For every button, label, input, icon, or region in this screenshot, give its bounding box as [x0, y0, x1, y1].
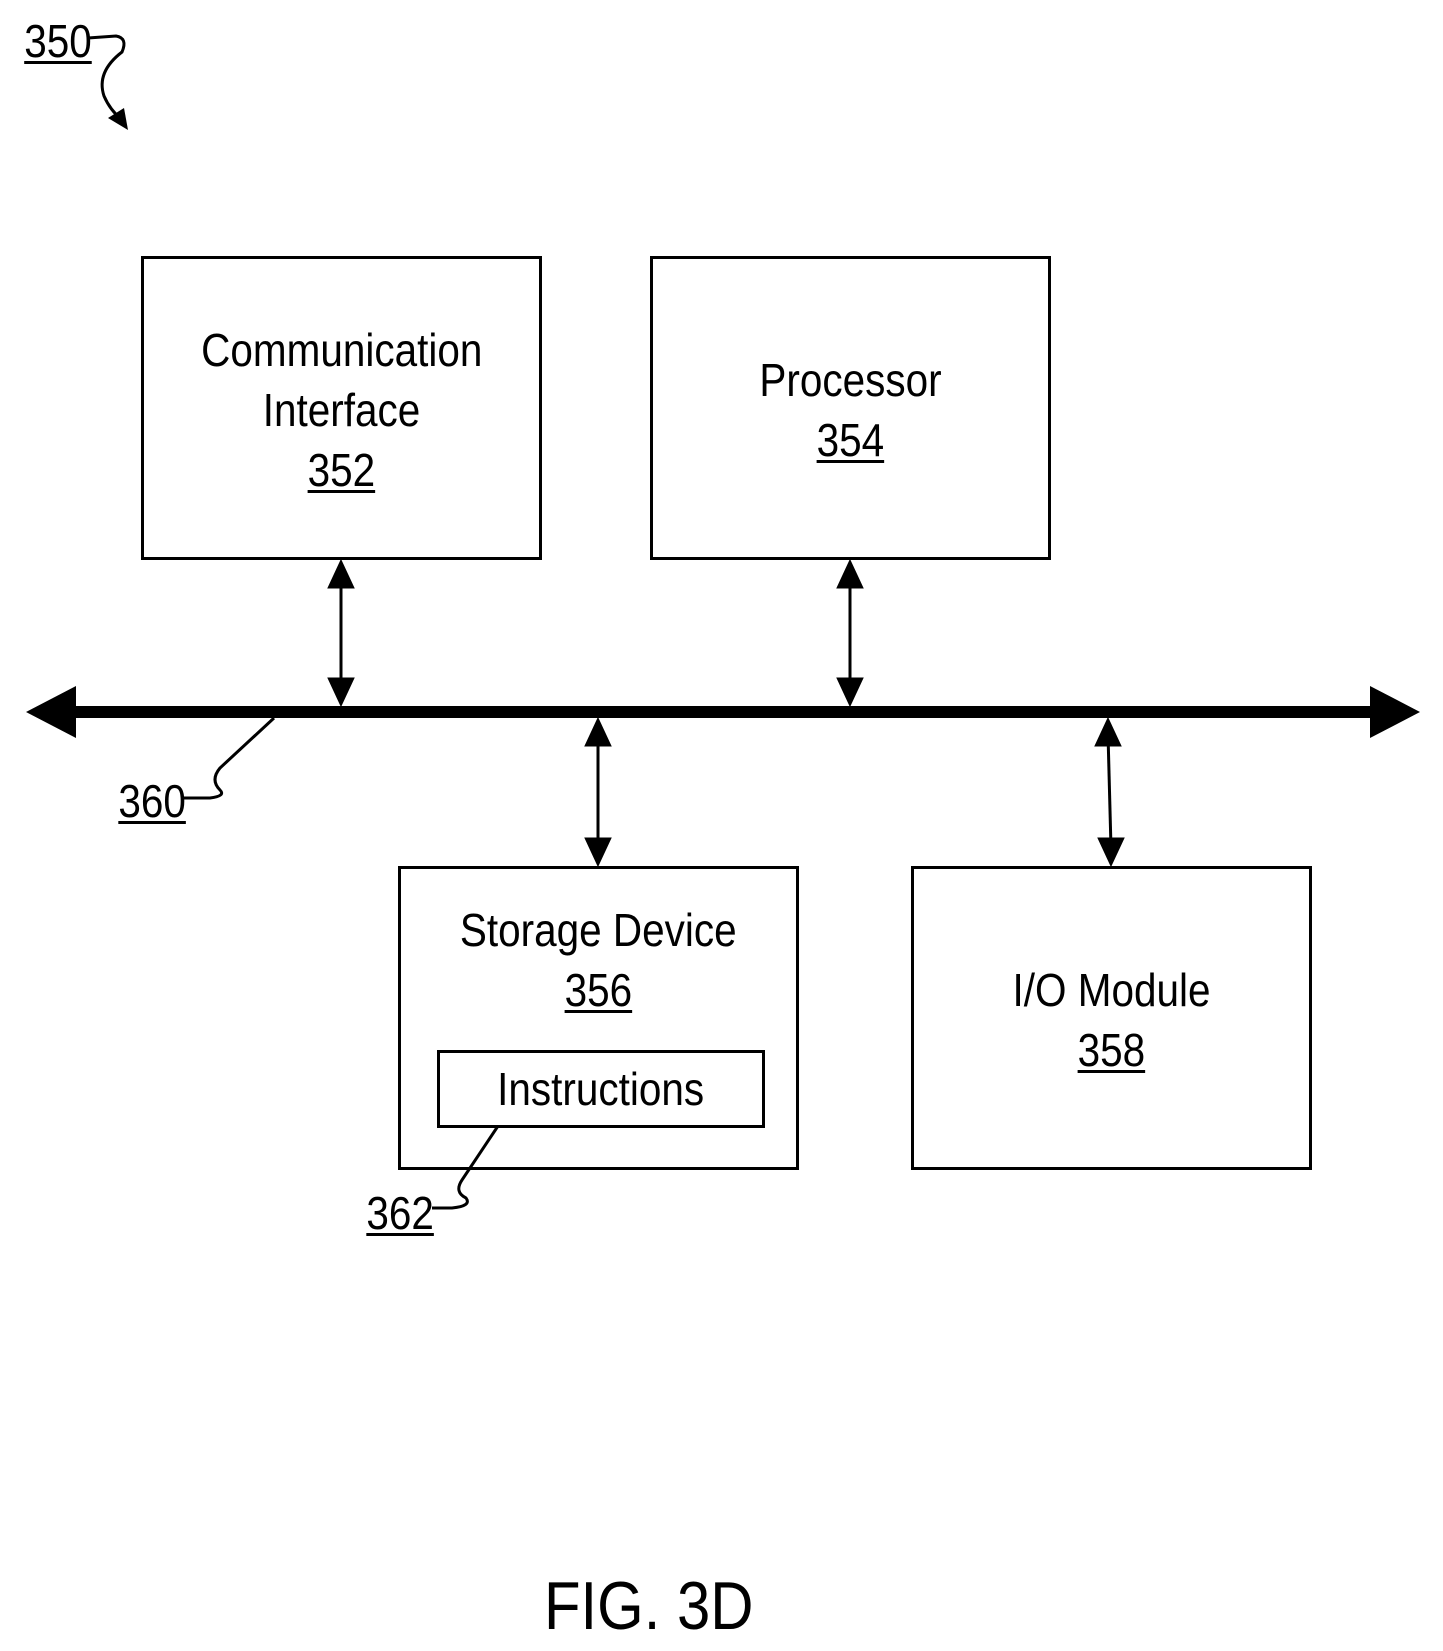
processor-label: Processor — [759, 357, 941, 403]
io-module-block: I/O Module 358 — [911, 866, 1312, 1170]
bus-left-arrowhead — [26, 686, 76, 738]
bus-ref-360: 360 — [118, 778, 181, 824]
instructions-block: Instructions — [437, 1050, 765, 1128]
instructions-ref-362: 362 — [366, 1190, 429, 1236]
processor-block: Processor 354 — [650, 256, 1051, 560]
storage-device-ref: 356 — [565, 967, 633, 1013]
connector-comm-interface — [328, 560, 354, 706]
figure-caption: FIG. 3D — [544, 1572, 753, 1640]
io-module-ref: 358 — [1078, 1027, 1146, 1073]
comm-interface-ref: 352 — [308, 447, 376, 493]
comm-interface-label-line1: Communication — [201, 327, 482, 373]
processor-ref: 354 — [817, 417, 885, 463]
instructions-label: Instructions — [498, 1066, 705, 1112]
io-module-label: I/O Module — [1013, 967, 1211, 1013]
bus-right-arrowhead — [1370, 686, 1420, 738]
system-bus-360 — [26, 686, 1420, 738]
figure-ref-350: 350 — [24, 18, 86, 64]
connector-storage — [585, 718, 611, 866]
storage-device-block: Storage Device 356 Instructions — [398, 866, 799, 1170]
connector-io-module — [1095, 718, 1124, 866]
connector-processor — [837, 560, 863, 706]
leader-360 — [184, 718, 274, 798]
leader-350 — [88, 36, 128, 130]
communication-interface-block: Communication Interface 352 — [141, 256, 542, 560]
comm-interface-label-line2: Interface — [263, 387, 421, 433]
storage-device-label: Storage Device — [460, 907, 737, 953]
